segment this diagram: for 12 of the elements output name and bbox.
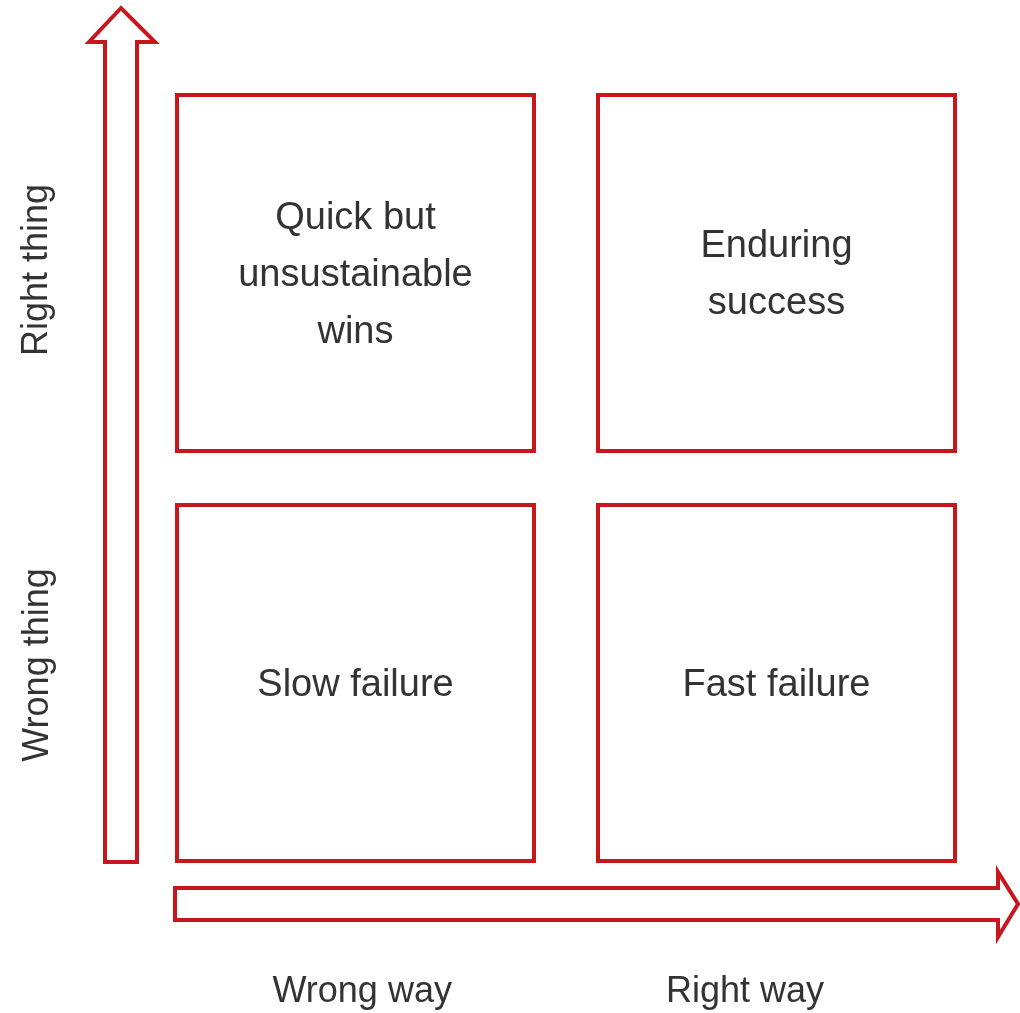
x-axis-label: Right way	[666, 969, 825, 1011]
quadrant-box	[175, 93, 536, 453]
quadrant-label: Quick but unsustainable wins	[237, 193, 474, 353]
quadrant-box	[596, 503, 957, 863]
quadrant-label: Enduring success	[699, 222, 854, 324]
y-axis-label: Right thing	[14, 183, 57, 357]
x-axis-label: Wrong way	[272, 969, 452, 1011]
y-axis-label: Wrong thing	[14, 568, 57, 762]
quadrant-label: Fast failure	[681, 660, 872, 706]
quadrant-box	[596, 93, 957, 453]
quadrant-box	[175, 503, 536, 863]
quadrant-label: Slow failure	[256, 660, 455, 706]
